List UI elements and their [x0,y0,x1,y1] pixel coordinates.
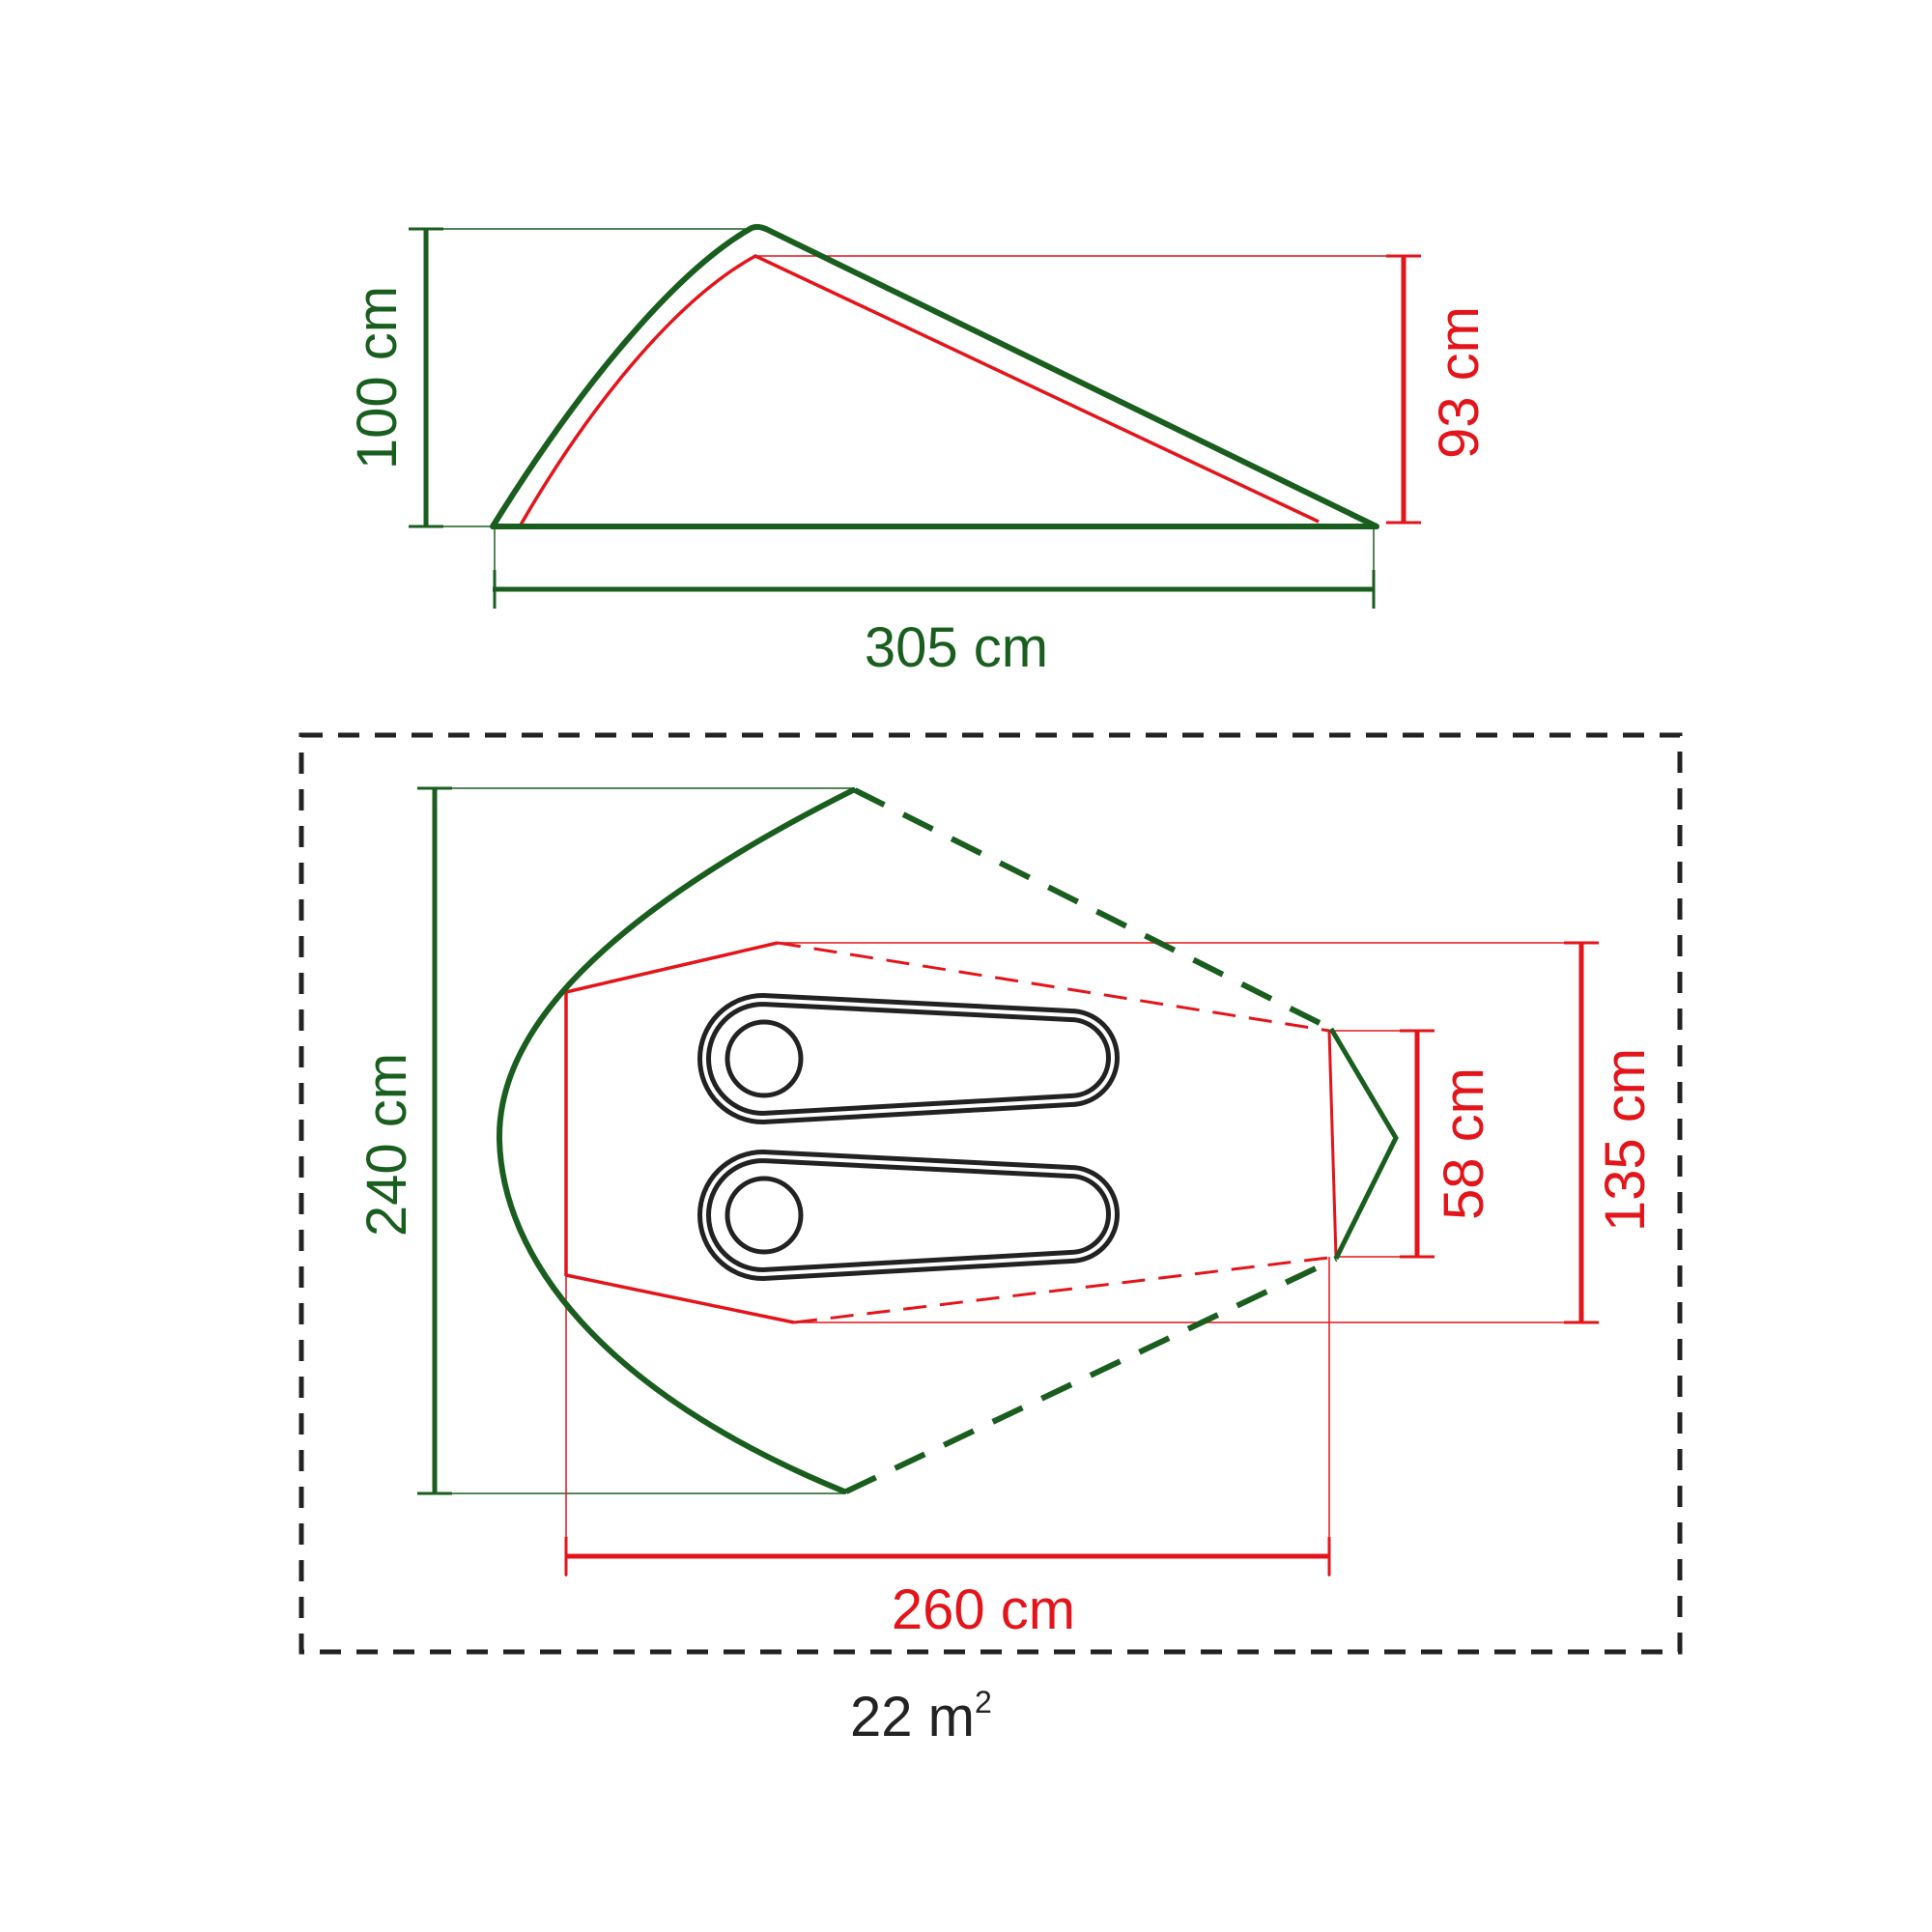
top-width-outer-label: 240 cm [355,1053,418,1236]
side-height-inner-label: 93 cm [1428,306,1491,459]
top-inner-tent-dashed-bottom [793,1255,1337,1324]
top-door-width-label: 58 cm [1433,1067,1495,1220]
side-length-label: 305 cm [865,616,1048,679]
sleeping-bag-icon [697,992,1120,1125]
top-length-inner-label: 260 cm [892,1578,1075,1641]
side-height-inner-dimension [1386,254,1421,525]
top-length-inner-dimension [564,1537,1331,1576]
side-outer-tent-profile [490,223,1379,529]
side-height-outer-dimension [409,227,443,528]
top-inner-door-edge [1327,1030,1338,1258]
side-view: 100 cm 93 cm 305 cm [346,223,1491,679]
top-inner-tent-dashed-top [777,941,1330,1033]
footprint-area-outline [298,732,1683,1655]
side-length-dimension [493,526,1376,609]
top-outer-fly-dashed-bottom [844,1256,1338,1494]
sleeping-bag-icon [697,1149,1120,1282]
top-door-width-dimension [1400,1029,1435,1259]
top-door-vestibule [1328,1027,1399,1261]
footprint-area-label: 22 m2 [850,1685,992,1748]
side-height-outer-label: 100 cm [346,286,409,469]
top-outer-fly-outline [496,787,856,1494]
side-inner-tent-profile [518,254,1320,527]
top-width-outer-dimension [417,786,452,1495]
top-inner-tent-outline [564,941,795,1324]
top-view: 240 cm 135 cm 58 cm 260 cm [298,732,1683,1655]
top-width-inner-dimension [1564,941,1599,1324]
top-outer-fly-dashed-top [853,787,1333,1032]
top-width-inner-label: 135 cm [1594,1048,1657,1232]
